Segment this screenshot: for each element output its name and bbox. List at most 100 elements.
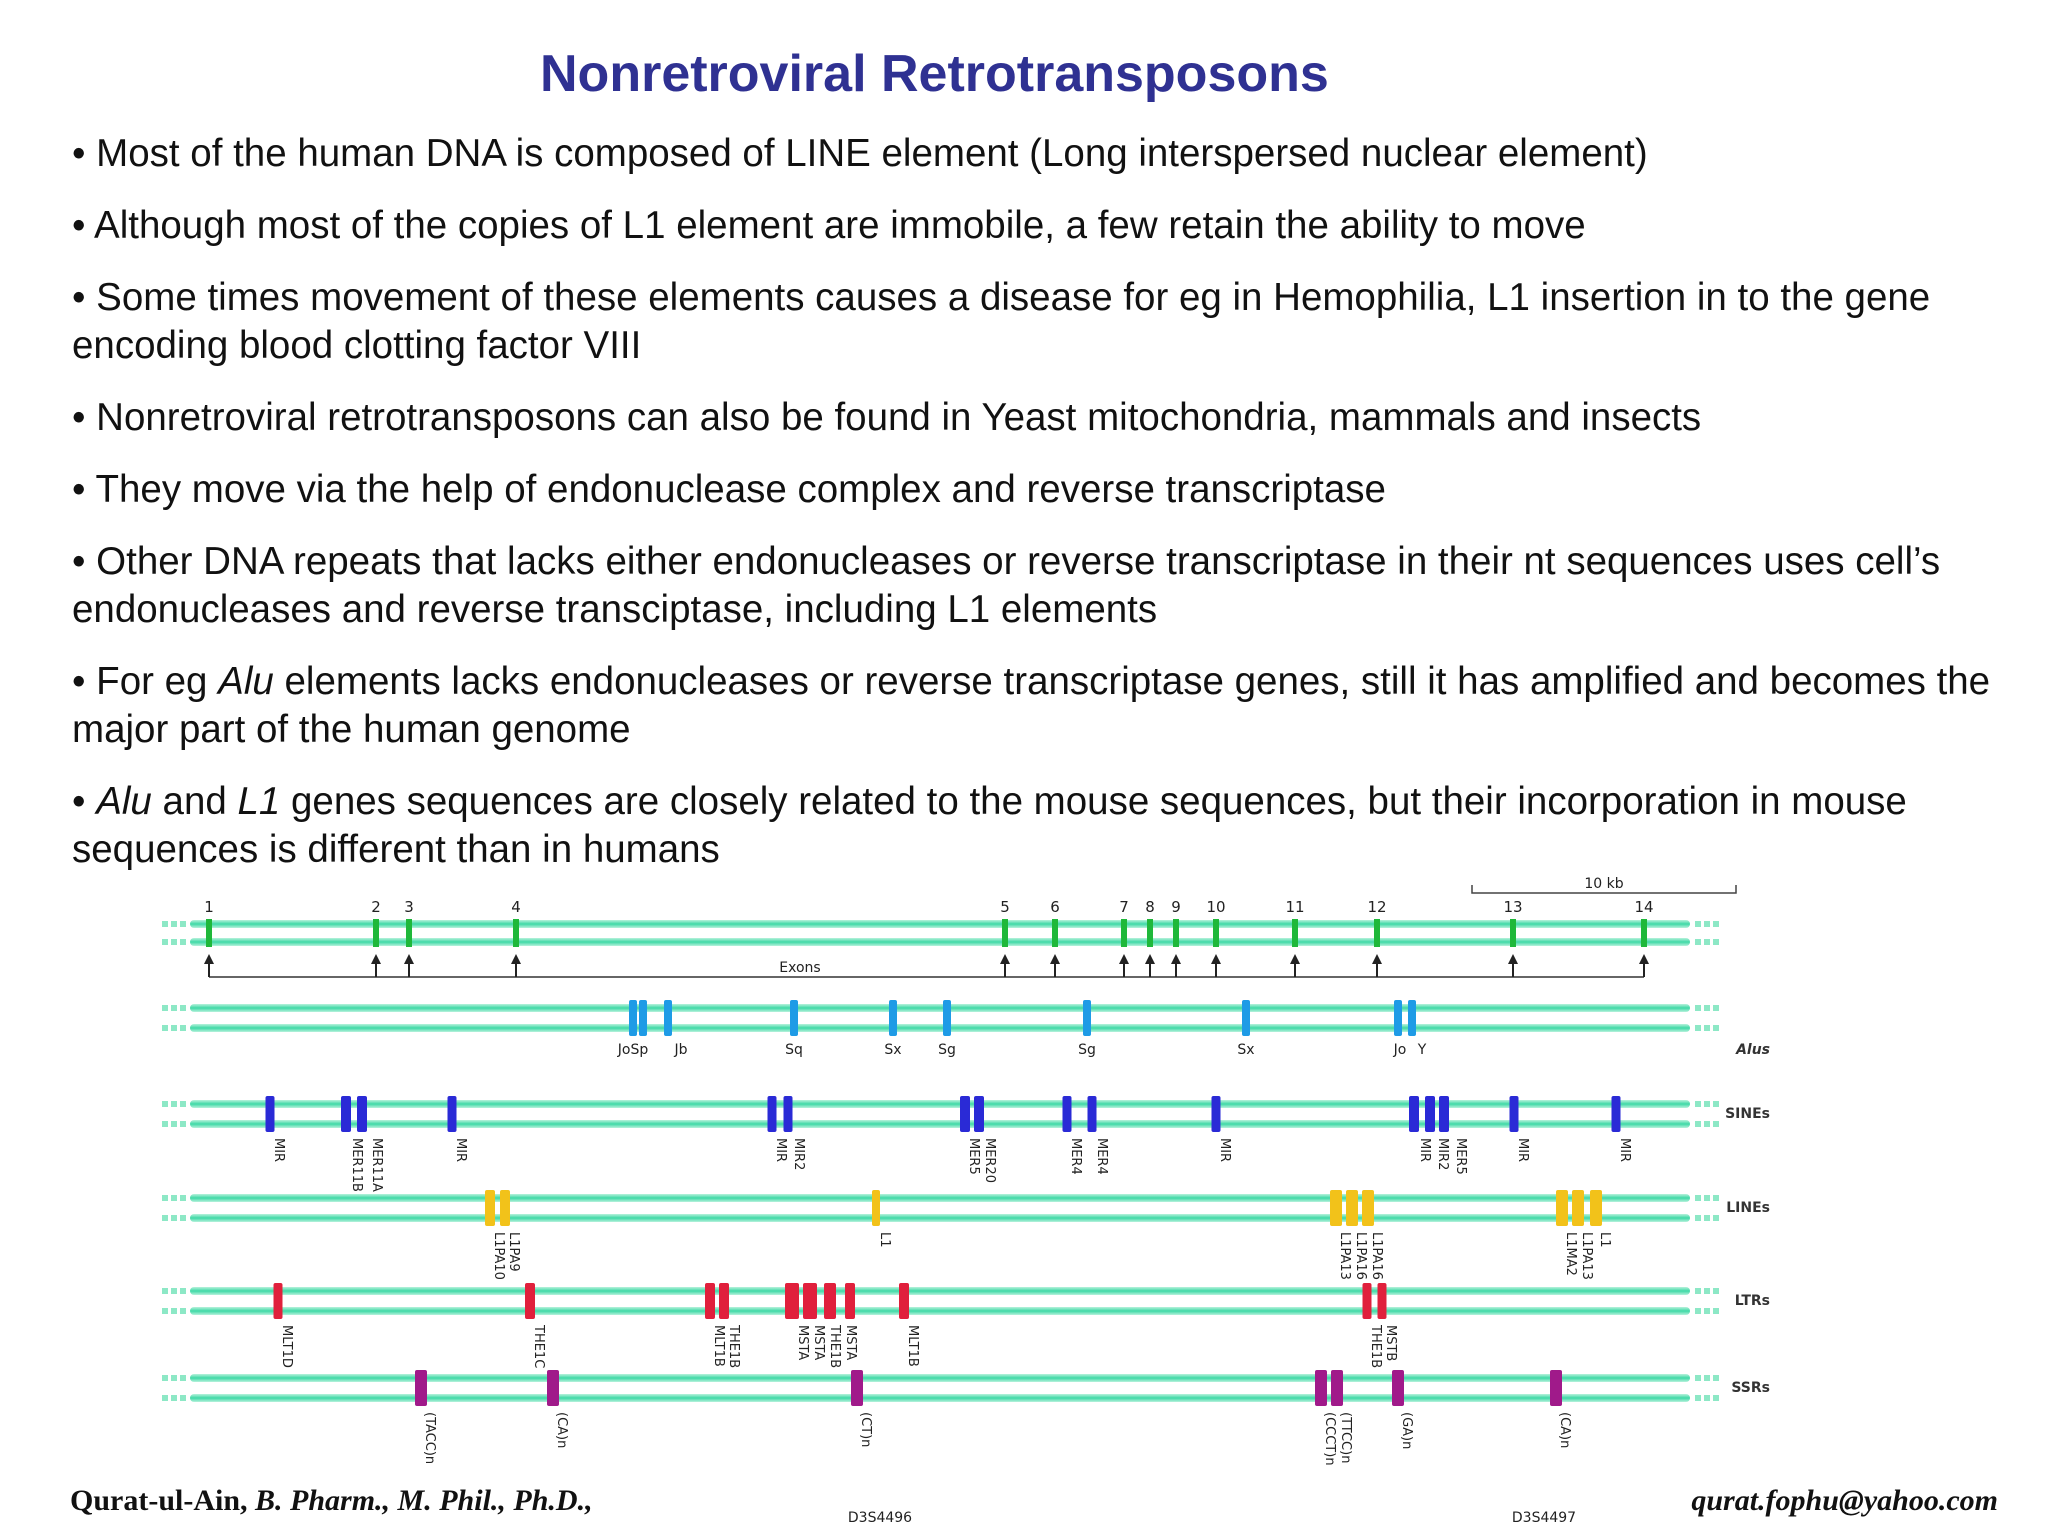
sines-track-label: MER11A: [369, 1138, 384, 1192]
sines-track-element: [357, 1096, 367, 1132]
ltrs-track-label: MLT1B: [905, 1325, 920, 1367]
exons-label: Exons: [779, 960, 820, 976]
exon-arrow-head: [1290, 954, 1300, 964]
ltrs-track-strand-dash-left: [162, 1288, 168, 1294]
bullet-text: •: [72, 780, 97, 823]
ssrs-track-name: SSRs: [1731, 1380, 1770, 1396]
ssrs-track-strand-dash-left: [180, 1375, 186, 1381]
exon-number: 14: [1634, 898, 1653, 916]
exon-number: 13: [1503, 898, 1522, 916]
ltrs-track-element: [1377, 1283, 1387, 1319]
ltrs-track-element: [785, 1283, 799, 1319]
exon-track-strand-dash-left: [162, 921, 168, 927]
exon-track-strand-dash-left: [180, 921, 186, 927]
exon-mark: [373, 919, 379, 947]
exon-arrow-head: [1050, 954, 1060, 964]
bullet-text: and: [151, 780, 238, 823]
sines-track-element: [341, 1096, 351, 1132]
sines-track-label: MIR2: [1435, 1138, 1450, 1170]
lines-track-label: L1MA2: [1563, 1232, 1578, 1276]
exon-mark: [1052, 919, 1058, 947]
ltrs-track-label: THE1B: [827, 1324, 842, 1368]
ssrs-track-label: (TTCC)n: [1338, 1412, 1353, 1463]
exon-track-strand: [190, 920, 1690, 928]
ltrs-track-label: THE1B: [1368, 1324, 1383, 1368]
ltrs-track-element: [845, 1283, 855, 1319]
scale-bar-label: 10 kb: [1584, 876, 1623, 892]
alus-track-strand-dash-right: [1704, 1005, 1710, 1011]
exon-number: 8: [1145, 898, 1155, 916]
ssrs-track-element: [547, 1370, 559, 1406]
ssrs-track-strand-dash-right: [1704, 1375, 1710, 1381]
ltrs-track-label: MLT1D: [279, 1325, 294, 1368]
sines-track-element: [1611, 1096, 1621, 1132]
ssrs-track-label: (CA)n: [1557, 1412, 1572, 1448]
bullet-text: elements lacks endonucleases or reverse …: [72, 660, 1991, 751]
exon-number: 6: [1050, 898, 1060, 916]
alus-track-label: Y: [1417, 1042, 1427, 1058]
sines-track-strand-dash-left: [180, 1121, 186, 1127]
ltrs-track-element: [273, 1283, 283, 1319]
sines-track-label: MIR: [1515, 1138, 1530, 1162]
alus-track-strand-dash-right: [1695, 1025, 1701, 1031]
ltrs-track-element: [525, 1283, 535, 1319]
alus-track-element: [943, 1000, 951, 1036]
lines-track-label: L1PA13: [1579, 1232, 1594, 1280]
ltrs-track-name: LTRs: [1735, 1293, 1770, 1309]
exon-mark: [1510, 919, 1516, 947]
lines-track-name: LINEs: [1726, 1200, 1770, 1216]
ssrs-track-element: [1331, 1370, 1343, 1406]
alus-track-label: JoSp: [617, 1042, 649, 1058]
ssrs-track-label: (CT)n: [858, 1412, 873, 1447]
ssrs-track-strand-dash-left: [171, 1395, 177, 1401]
sines-track-element: [1211, 1096, 1221, 1132]
bullet-text: • Other DNA repeats that lacks either en…: [72, 540, 1941, 631]
ltrs-track-label: MSTB: [1383, 1325, 1398, 1361]
lines-track-label: L1: [1597, 1232, 1612, 1248]
ssrs-track-strand-dash-left: [171, 1375, 177, 1381]
sines-track-strand-dash-left: [171, 1101, 177, 1107]
ltrs-track-strand-dash-left: [171, 1308, 177, 1314]
exon-mark: [206, 919, 212, 947]
bullet-item: • Other DNA repeats that lacks either en…: [72, 538, 2012, 634]
exon-arrow-head: [1508, 954, 1518, 964]
exon-arrow-head: [1372, 954, 1382, 964]
sines-track-strand-dash-left: [171, 1121, 177, 1127]
lines-track-strand-dash-left: [180, 1215, 186, 1221]
exon-track-strand-dash-right: [1695, 939, 1701, 945]
slide-title: Nonretroviral Retrotransposons: [540, 45, 1329, 103]
sines-track-strand-dash-right: [1695, 1101, 1701, 1107]
author-qualifications: B. Pharm., M. Phil., Ph.D.,: [255, 1484, 593, 1517]
exon-arrow-head: [404, 954, 414, 964]
sines-track-label: MIR2: [791, 1138, 806, 1170]
lines-track-element: [1556, 1190, 1568, 1226]
exon-mark: [1121, 919, 1127, 947]
alus-track-label: Jo: [1393, 1042, 1407, 1058]
scale-bar: [1471, 885, 1737, 894]
sines-track-element: [447, 1096, 457, 1132]
ltrs-track-strand-dash-right: [1713, 1288, 1719, 1294]
ltrs-track-label: MLT1B: [711, 1325, 726, 1367]
exon-track-strand-dash-right: [1713, 921, 1719, 927]
sines-track-element: [767, 1096, 777, 1132]
sines-track-strand-dash-right: [1713, 1121, 1719, 1127]
ssrs-track-strand-dash-right: [1704, 1395, 1710, 1401]
alus-track-element: [790, 1000, 798, 1036]
ltrs-track-strand: [190, 1307, 1690, 1315]
exon-track-strand-dash-right: [1704, 939, 1710, 945]
sines-track-element: [1087, 1096, 1097, 1132]
ltrs-track-element: [824, 1283, 836, 1319]
ssrs-track-element: [1315, 1370, 1327, 1406]
footer-email[interactable]: qurat.fophu@yahoo.com: [1691, 1484, 1998, 1517]
exon-track-strand: [190, 938, 1690, 946]
lines-track-strand-dash-left: [162, 1215, 168, 1221]
bullet-text: • They move via the help of endonuclease…: [72, 468, 1386, 511]
lines-track-strand-dash-right: [1704, 1215, 1710, 1221]
lines-track-element: [1330, 1190, 1342, 1226]
sines-track-strand-dash-right: [1713, 1101, 1719, 1107]
alus-track-strand-dash-left: [162, 1005, 168, 1011]
sines-track-strand: [190, 1120, 1690, 1128]
alus-track-strand-dash-right: [1704, 1025, 1710, 1031]
